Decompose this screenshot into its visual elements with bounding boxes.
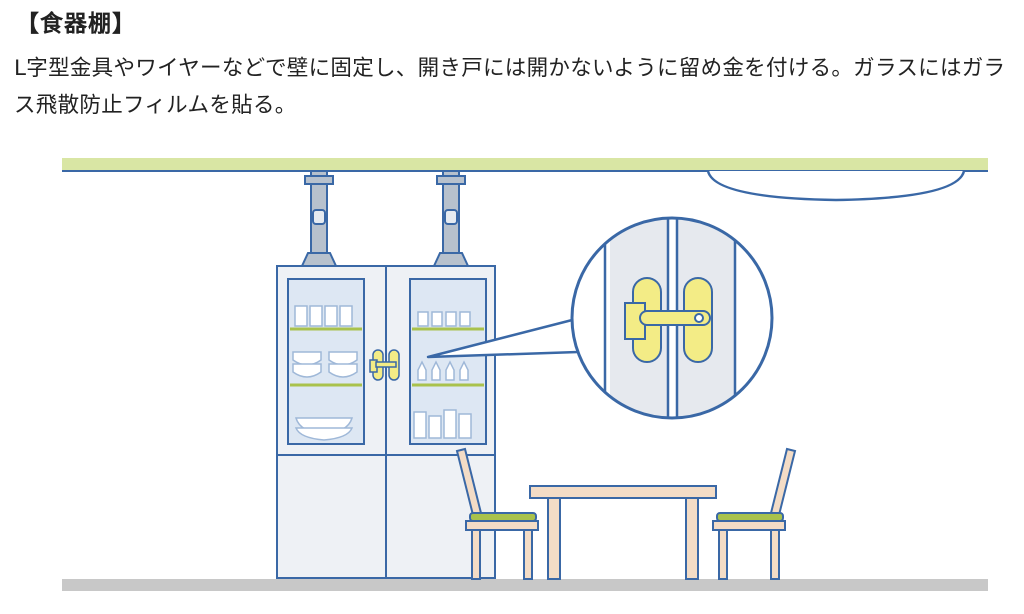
zoom-callout-icon: [426, 216, 774, 420]
section-heading: 【食器棚】: [16, 11, 136, 37]
ceiling-light-icon: [706, 170, 966, 202]
l-bracket-icon: [300, 170, 338, 267]
cabinet-latch-icon: [369, 349, 400, 381]
dining-table-icon: [529, 485, 717, 580]
chair-icon: [712, 447, 797, 580]
ceiling: [62, 158, 988, 202]
chair-icon: [455, 447, 539, 580]
floor: [62, 579, 988, 591]
instruction-text: L字型金具やワイヤーなどで壁に固定し、開き戸には開かないように留め金を付ける。ガ…: [14, 56, 1006, 118]
l-bracket-icon: [432, 170, 470, 267]
latch-closeup-icon: [624, 277, 713, 363]
cupboard: [276, 265, 496, 579]
